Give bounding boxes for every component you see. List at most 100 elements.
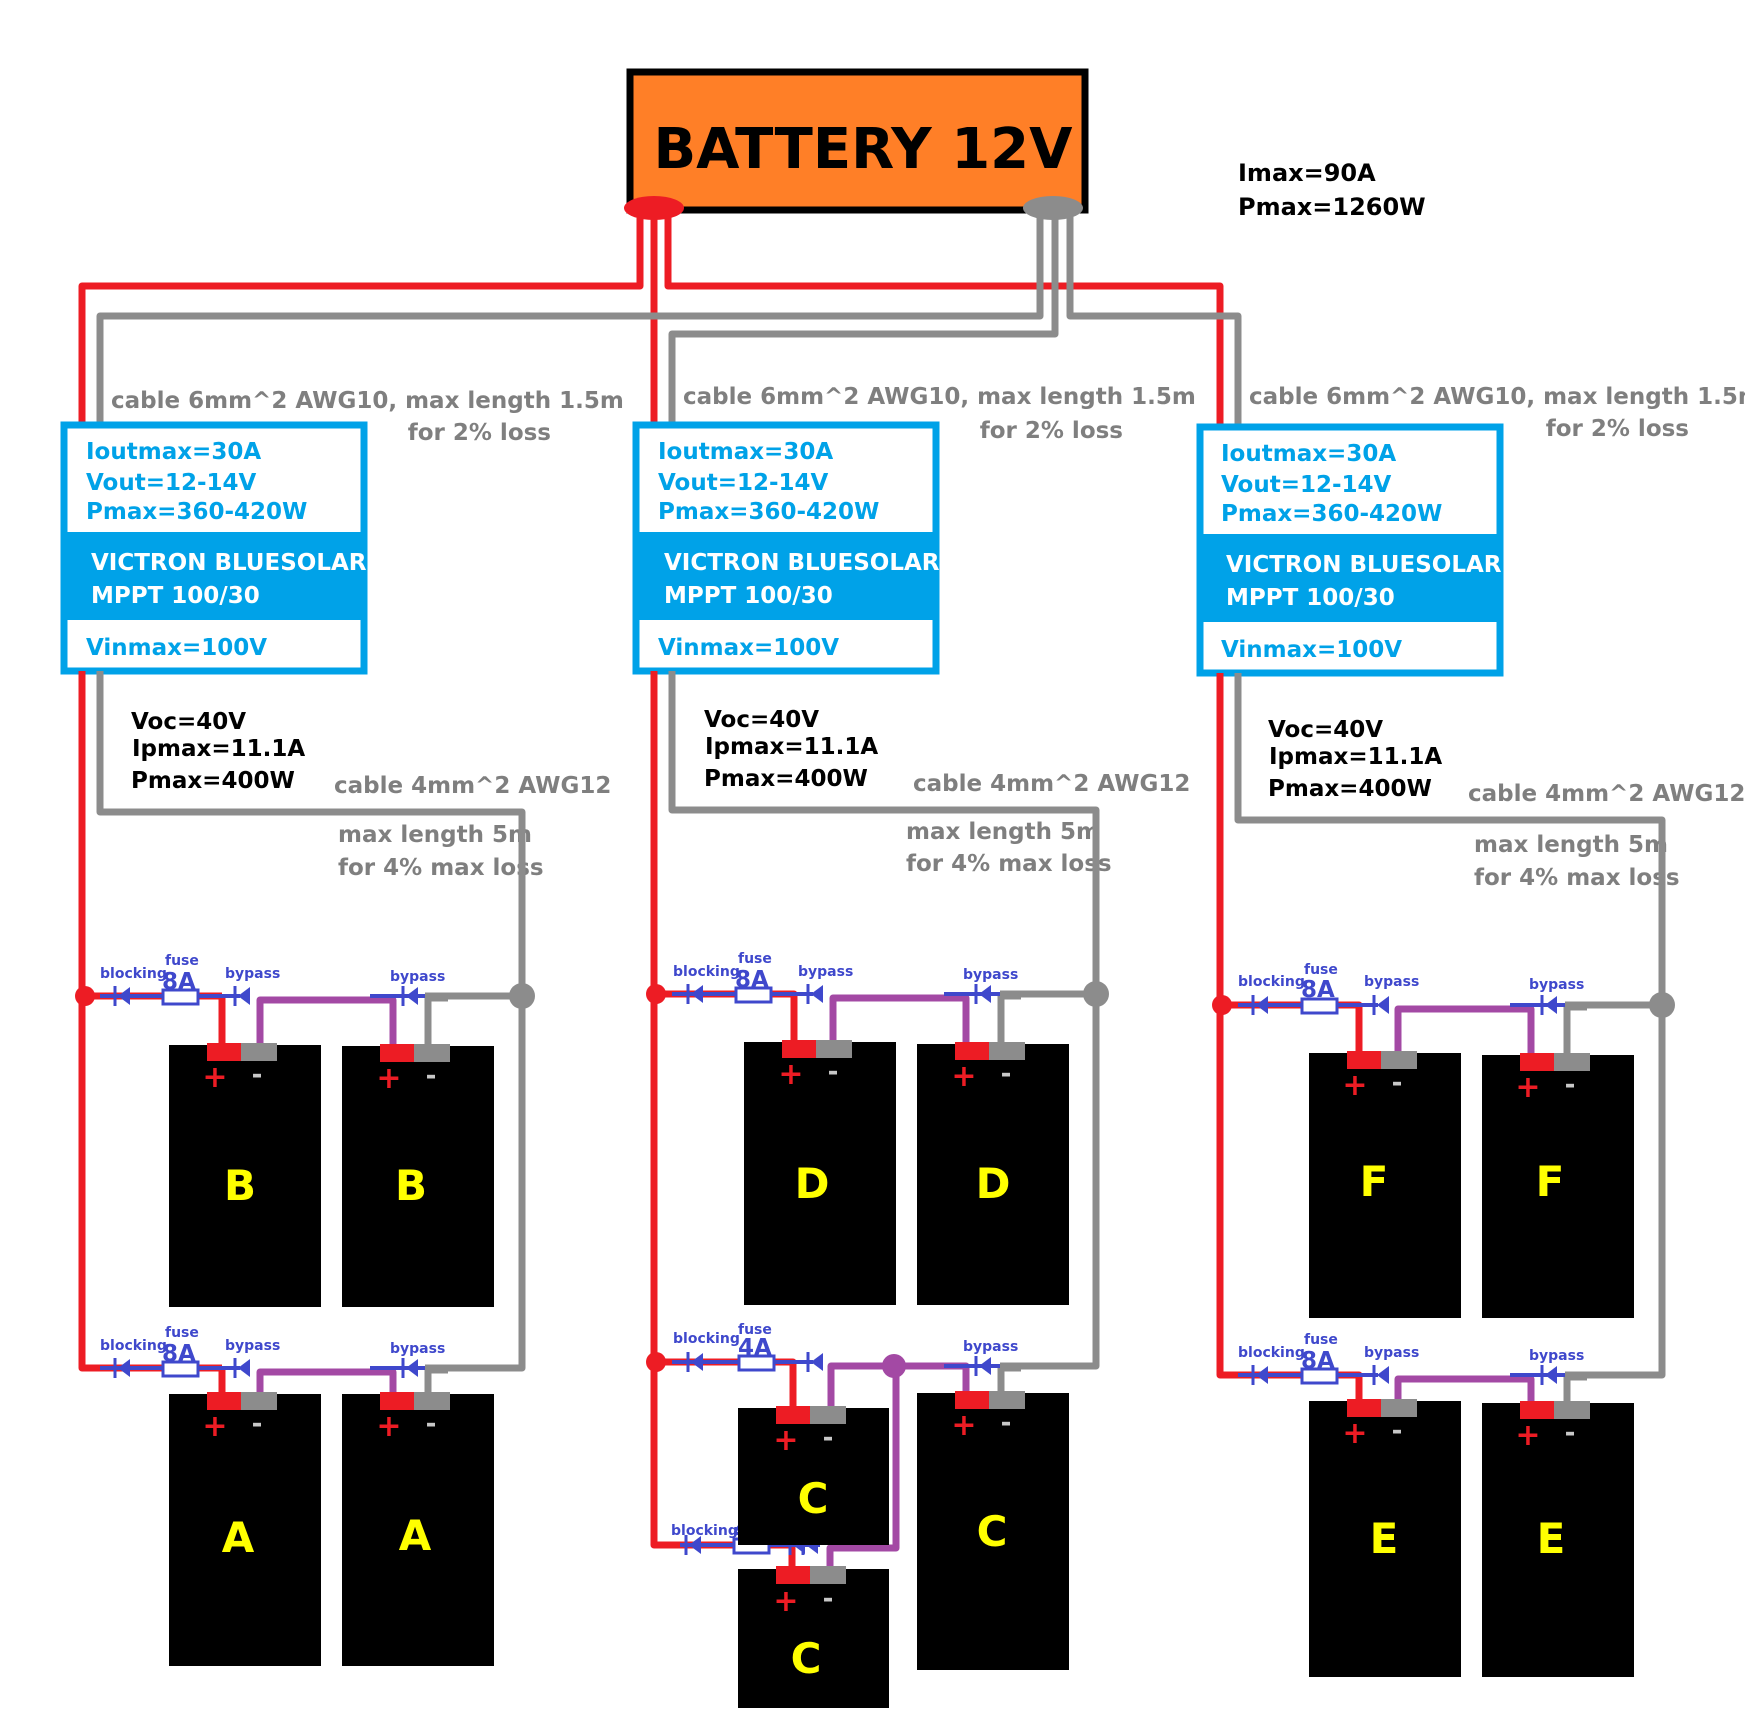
charge-controller-banner: [636, 532, 936, 620]
blocking-label: blocking: [1238, 1345, 1305, 1361]
string-components: blocking fuse 8A bypass bypass: [672, 951, 1018, 1004]
panel-positive-terminal: [955, 1391, 989, 1409]
panel-positive-terminal: [1347, 1399, 1381, 1417]
array-ipmax: Ipmax=11.1A: [132, 736, 305, 762]
fuse-label: fuse: [738, 951, 772, 967]
panel-negative-terminal: [1381, 1399, 1417, 1417]
bypass-label: bypass: [1364, 1345, 1419, 1361]
panel-cable-note-line3: for 4% max loss: [1474, 865, 1680, 891]
panel-letter: D: [976, 1159, 1011, 1208]
panel-minus-sign: -: [823, 1423, 834, 1453]
blocking-diode-icon: [1256, 1366, 1268, 1384]
controller-name-line2: MPPT 100/30: [1226, 585, 1395, 611]
panel-cable-note-line2: max length 5m: [1474, 832, 1668, 858]
panel-plus-sign: +: [376, 1409, 401, 1444]
panel-negative-terminal: [1554, 1053, 1590, 1071]
panel-plus-sign: +: [1342, 1416, 1367, 1451]
panel-negative-terminal: [241, 1392, 277, 1410]
solar-panel: + - A: [342, 1392, 494, 1666]
mppt-cable-note-line1: cable 6mm^2 AWG10, max length 1.5m: [1249, 384, 1745, 410]
solar-panel: + - C: [917, 1391, 1069, 1670]
blocking-label: blocking: [673, 964, 740, 980]
battery-imax: Imax=90A: [1238, 159, 1376, 187]
panel-letter: D: [795, 1159, 830, 1208]
group-positive-wire: [1216, 673, 1245, 1379]
bypass-label: bypass: [963, 1339, 1018, 1355]
fuse-label: fuse: [738, 1322, 772, 1338]
panel-positive-terminal: [1520, 1401, 1554, 1419]
panel-plus-sign: +: [376, 1061, 401, 1096]
fuse-label: fuse: [1304, 1332, 1338, 1348]
solar-panel: + - C: [738, 1406, 889, 1545]
panel-positive-terminal: [380, 1044, 414, 1062]
string-components: blocking fuse 4A bypass: [672, 1322, 1018, 1376]
fuse-label: fuse: [165, 953, 199, 969]
bypass-label: bypass: [390, 969, 445, 985]
panel-negative-terminal: [816, 1040, 852, 1058]
panel-body: [1309, 1053, 1461, 1318]
panel-negative-terminal: [414, 1392, 450, 1410]
string-components: blocking fuse 8A bypass bypass: [1238, 1332, 1584, 1385]
bypass-link-wire: [1394, 1375, 1535, 1404]
panel-minus-sign: -: [1565, 1418, 1576, 1448]
fuse-icon: [161, 1360, 200, 1378]
panel-negative-terminal: [989, 1042, 1025, 1060]
controller-iout: Ioutmax=30A: [86, 439, 261, 465]
panel-body: [917, 1393, 1069, 1670]
bypass-diode-icon: [406, 1359, 418, 1377]
charge-controller-banner: [64, 532, 364, 620]
controller-name-line1: VICTRON BLUESOLAR: [664, 550, 940, 576]
panel-plus-sign: +: [1515, 1418, 1540, 1453]
group-positive-wire: [78, 671, 105, 1372]
panel-letter: B: [395, 1161, 427, 1210]
negative-junction: [1649, 992, 1675, 1018]
panel-negative-terminal: [1381, 1051, 1417, 1069]
controller-vin: Vinmax=100V: [1221, 637, 1402, 663]
panel-body: [1482, 1055, 1634, 1318]
panel-letter: C: [791, 1634, 822, 1683]
array-pmax: Pmax=400W: [1268, 776, 1432, 802]
panel-positive-terminal: [776, 1566, 810, 1584]
panel-body: [169, 1394, 321, 1666]
bypass-diode-icon: [1377, 1366, 1389, 1384]
bypass-link-wire: [256, 1368, 397, 1397]
blocking-label: blocking: [673, 1331, 740, 1347]
fuse-icon: [1300, 997, 1339, 1015]
panel-positive-terminal: [207, 1392, 241, 1410]
bypass-diode-icon: [811, 1353, 823, 1371]
panel-letter: C: [977, 1507, 1008, 1556]
panel-plus-sign: +: [951, 1059, 976, 1094]
array-group-1: cable 6mm^2 AWG10, max length 1.5m for 2…: [60, 388, 624, 1666]
positive-junction: [646, 984, 666, 1004]
panel-minus-sign: -: [426, 1061, 437, 1091]
panel-positive-terminal: [1347, 1051, 1381, 1069]
solar-panel: + - D: [917, 1042, 1069, 1305]
bypass-label: bypass: [390, 1341, 445, 1357]
controller-pmax: Pmax=360-420W: [1221, 501, 1442, 527]
panel-minus-sign: -: [828, 1057, 839, 1087]
controller-vout: Vout=12-14V: [658, 470, 829, 496]
controller-iout: Ioutmax=30A: [1221, 441, 1396, 467]
controller-name-line2: MPPT 100/30: [664, 583, 833, 609]
panel-cable-note-line1: cable 4mm^2 AWG12: [1468, 781, 1745, 807]
array-voc: Voc=40V: [704, 707, 819, 733]
group-negative-wire: [668, 671, 1100, 1370]
battery-box: [626, 68, 1089, 214]
array-group-2: cable 6mm^2 AWG10, max length 1.5m for 2…: [632, 384, 1196, 1708]
battery-label: BATTERY 12V: [654, 117, 1074, 182]
controller-name-line1: VICTRON BLUESOLAR: [1226, 552, 1502, 578]
positive-junction: [1212, 995, 1232, 1015]
panel-letter: C: [798, 1474, 829, 1523]
bypass-diode-icon: [238, 1359, 250, 1377]
charge-controller-banner: [1200, 534, 1500, 622]
panel-plus-sign: +: [202, 1409, 227, 1444]
panel-letter: E: [1370, 1514, 1399, 1563]
bypass-label: bypass: [963, 967, 1018, 983]
panel-body: [1309, 1401, 1461, 1677]
positive-junction: [75, 986, 95, 1006]
mppt-cable-note-line1: cable 6mm^2 AWG10, max length 1.5m: [683, 384, 1196, 410]
panel-negative-terminal: [414, 1044, 450, 1062]
main-negative-bus: [96, 212, 1242, 427]
controller-pmax: Pmax=360-420W: [658, 499, 879, 525]
